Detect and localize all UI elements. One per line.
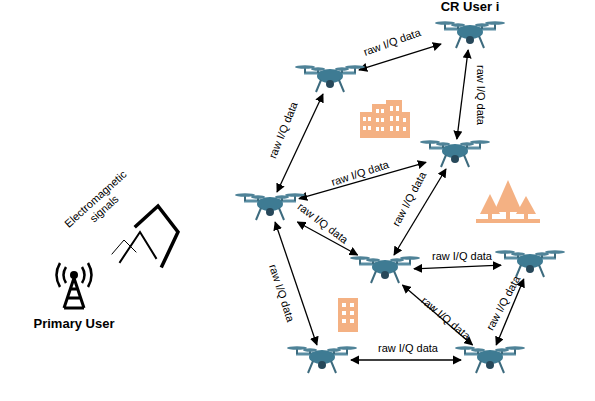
drone-leg [441, 155, 446, 167]
link-label: raw I/Q data [484, 274, 523, 333]
drone-leg [339, 80, 344, 92]
signal-label: Electromagnetic signals [57, 164, 143, 245]
drone-node [420, 137, 490, 171]
drone-leg [479, 36, 484, 48]
tower-mast [64, 278, 84, 308]
drone-body [350, 256, 420, 283]
drone-symbol [495, 247, 565, 281]
tower-icon [57, 263, 92, 308]
drone-body [455, 346, 525, 373]
ground [476, 219, 540, 223]
tree [516, 196, 536, 214]
drone-camera [526, 265, 534, 273]
drone-symbol [435, 18, 505, 52]
drone-symbol [235, 190, 305, 224]
node-label: Primary User [34, 316, 115, 331]
drone-leg [279, 208, 284, 220]
drone-leg [308, 361, 313, 373]
drone-body [235, 193, 305, 220]
drone-node: CR User i [435, 18, 505, 52]
link-label: raw I/Q data [378, 342, 438, 354]
tree-group [476, 180, 540, 223]
drone-node [235, 190, 305, 224]
drone-leg [331, 361, 336, 373]
drone-body [495, 250, 565, 277]
tower-symbol [52, 262, 96, 310]
drone-camera [326, 80, 334, 88]
building [386, 100, 402, 138]
signal-wave [136, 206, 178, 266]
tree [494, 180, 522, 212]
data-link [414, 265, 501, 269]
data-link [351, 359, 461, 360]
link-label: raw I/Q data [295, 200, 350, 246]
tree [480, 194, 500, 214]
drone-leg [499, 361, 504, 373]
drone-leg [476, 361, 481, 373]
drone-body [435, 21, 505, 48]
link-label: raw I/Q data [266, 100, 300, 160]
link-label: raw I/Q data [390, 170, 429, 229]
signal-waves [112, 206, 178, 266]
radio-wave [57, 263, 92, 287]
data-link [403, 285, 473, 345]
drone-leg [316, 80, 321, 92]
drone-symbol [350, 253, 420, 287]
drone-camera [381, 271, 389, 279]
small-building [338, 298, 358, 332]
building [360, 112, 374, 138]
drone-camera [486, 361, 494, 369]
link-label: raw I/Q data [330, 158, 391, 188]
building [372, 104, 386, 138]
drone-node [295, 62, 365, 96]
drone-symbol [455, 343, 525, 377]
building [400, 112, 410, 138]
drone-body [287, 346, 357, 373]
drone-camera [266, 208, 274, 216]
drone-body [295, 65, 365, 92]
signal-wave [120, 232, 156, 262]
primary-user-node: Primary User [52, 262, 96, 310]
drone-node [287, 343, 357, 377]
drone-leg [464, 155, 469, 167]
link-label: raw I/Q data [419, 294, 473, 342]
drone-symbol [287, 343, 357, 377]
drone-leg [256, 208, 261, 220]
link-label: raw I/Q data [432, 250, 492, 262]
drone-camera [318, 361, 326, 369]
drone-leg [371, 271, 376, 283]
link-label: raw I/Q data [475, 65, 487, 125]
drone-leg [516, 265, 521, 277]
drone-leg [394, 271, 399, 283]
drone-symbol [420, 137, 490, 171]
drone-leg [539, 265, 544, 277]
tower-tip [70, 271, 78, 279]
node-label: CR User i [441, 0, 500, 14]
building-windows [363, 106, 406, 131]
drone-node [455, 343, 525, 377]
building-cluster [360, 100, 410, 138]
data-link [457, 50, 468, 139]
drone-symbol [295, 62, 365, 96]
drone-node [495, 247, 565, 281]
drone-node [350, 253, 420, 287]
drone-body [420, 140, 490, 167]
drone-leg [456, 36, 461, 48]
drone-camera [466, 36, 474, 44]
drone-camera [451, 155, 459, 163]
